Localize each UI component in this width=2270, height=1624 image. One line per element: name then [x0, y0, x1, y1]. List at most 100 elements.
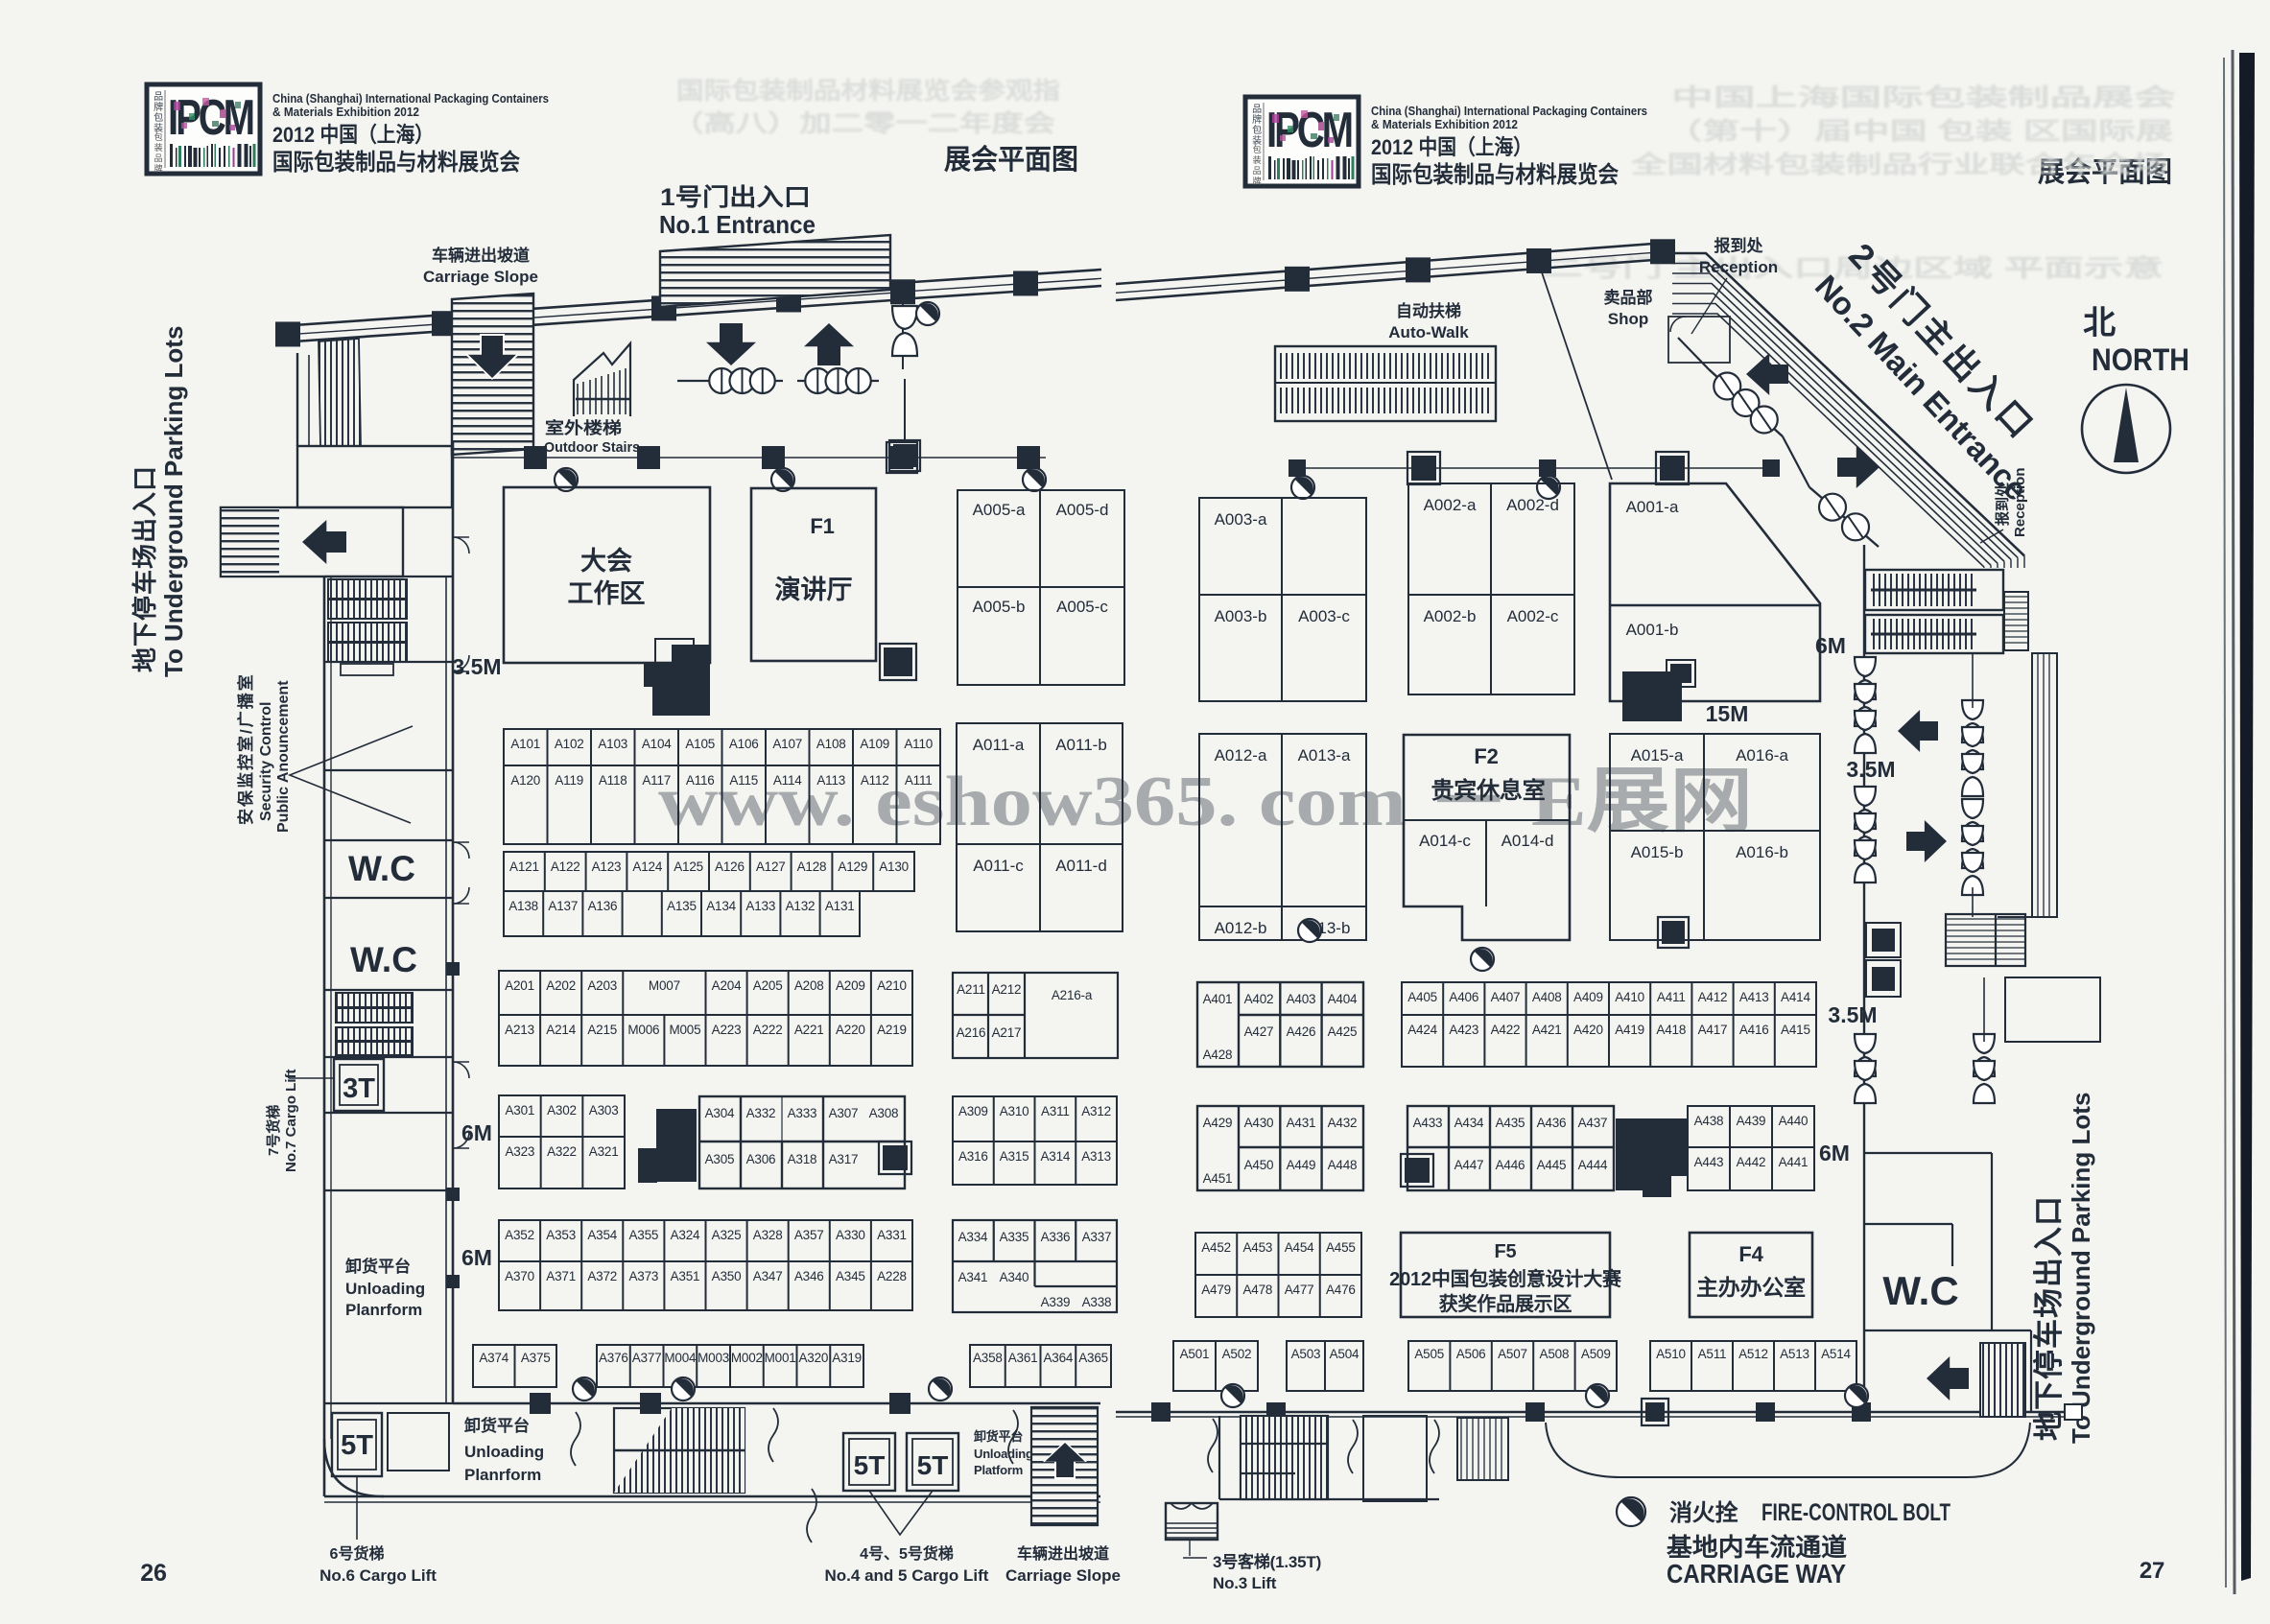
svg-text:A422: A422	[1491, 1023, 1521, 1037]
svg-text:Unloading: Unloading	[974, 1447, 1033, 1461]
svg-text:A375: A375	[521, 1351, 551, 1365]
svg-text:Carriage Slope: Carriage Slope	[1005, 1566, 1121, 1585]
svg-text:4号、5号货梯: 4号、5号货梯	[860, 1544, 954, 1563]
svg-text:A316: A316	[958, 1149, 988, 1164]
svg-text:No.3 Lift: No.3 Lift	[1213, 1574, 1277, 1592]
svg-text:A501: A501	[1180, 1347, 1210, 1361]
svg-text:3.5M: 3.5M	[452, 654, 501, 679]
svg-text:A449: A449	[1287, 1158, 1316, 1172]
svg-text:A436: A436	[1537, 1116, 1567, 1130]
svg-text:A508: A508	[1540, 1347, 1570, 1361]
svg-text:M003: M003	[698, 1351, 729, 1365]
svg-text:A318: A318	[788, 1152, 817, 1166]
svg-text:A426: A426	[1287, 1024, 1316, 1039]
svg-text:A002-a: A002-a	[1424, 496, 1477, 514]
svg-text:A130: A130	[879, 859, 909, 874]
svg-text:A330: A330	[836, 1228, 865, 1242]
svg-text:A346: A346	[794, 1269, 824, 1283]
svg-text:A407: A407	[1491, 990, 1521, 1004]
svg-text:品: 品	[1253, 166, 1262, 176]
svg-text:A417: A417	[1698, 1023, 1728, 1037]
svg-text:国际包装制品与材料展览会: 国际包装制品与材料展览会	[1371, 161, 1619, 188]
svg-text:A319: A319	[832, 1351, 862, 1365]
svg-text:A324: A324	[671, 1228, 700, 1242]
svg-text:卖品部: 卖品部	[1604, 288, 1653, 307]
svg-text:A215: A215	[587, 1023, 617, 1037]
svg-text:A103: A103	[598, 737, 627, 751]
svg-text:包: 包	[154, 111, 163, 124]
svg-text:A413: A413	[1739, 990, 1769, 1004]
svg-text:A418: A418	[1656, 1023, 1686, 1037]
svg-text:6号货梯: 6号货梯	[330, 1544, 385, 1563]
svg-text:No.1 Entrance: No.1 Entrance	[659, 210, 816, 239]
svg-text:基地内车流通道: 基地内车流通道	[1667, 1533, 1847, 1562]
svg-text:A435: A435	[1496, 1116, 1525, 1130]
svg-text:A001-a: A001-a	[1626, 498, 1679, 516]
svg-text:No.7 Cargo Lift: No.7 Cargo Lift	[283, 1069, 299, 1172]
svg-text:A202: A202	[546, 978, 576, 993]
svg-text:A107: A107	[772, 737, 802, 751]
svg-text:A223: A223	[712, 1023, 742, 1037]
svg-text:A434: A434	[1454, 1116, 1484, 1130]
svg-text:A410: A410	[1615, 990, 1644, 1004]
svg-text:A116: A116	[686, 773, 715, 788]
svg-text:3T: 3T	[343, 1073, 375, 1104]
svg-text:A452: A452	[1201, 1240, 1231, 1255]
svg-text:车辆进出坡道: 车辆进出坡道	[1017, 1544, 1109, 1563]
svg-text:装: 装	[154, 122, 163, 134]
svg-text:A205: A205	[753, 978, 783, 993]
svg-text:& Materials Exhibition 2012: & Materials Exhibition 2012	[1371, 118, 1518, 131]
svg-text:贵宾休息室: 贵宾休息室	[1431, 777, 1546, 804]
svg-text:A411: A411	[1657, 990, 1686, 1004]
svg-text:A137: A137	[548, 899, 578, 913]
svg-text:A014-c: A014-c	[1419, 832, 1471, 850]
svg-text:安保监控室/广播室: 安保监控室/广播室	[236, 672, 255, 825]
svg-text:A222: A222	[753, 1023, 783, 1037]
svg-text:A415: A415	[1781, 1023, 1810, 1037]
svg-text:A111: A111	[905, 773, 933, 788]
svg-text:卸货平台: 卸货平台	[974, 1429, 1023, 1444]
svg-text:A117: A117	[642, 773, 671, 788]
svg-text:国际包装制品与材料展览会: 国际包装制品与材料展览会	[272, 149, 520, 176]
svg-text:二号门 主出入口周边区域 平面示意: 二号门 主出入口周边区域 平面示意	[1543, 254, 2164, 282]
svg-text:A217: A217	[992, 1025, 1022, 1040]
svg-text:A512: A512	[1738, 1347, 1768, 1361]
svg-text:A104: A104	[642, 737, 672, 751]
svg-text:A306: A306	[746, 1152, 776, 1166]
svg-text:A129: A129	[838, 859, 867, 874]
svg-text:牌: 牌	[1252, 113, 1262, 126]
svg-text:展会平面图: 展会平面图	[2038, 156, 2172, 188]
svg-text:工作区: 工作区	[568, 579, 646, 608]
svg-text:F2: F2	[1474, 744, 1498, 768]
svg-text:W.C: W.C	[348, 849, 415, 888]
svg-text:To Underground Parking Lots: To Underground Parking Lots	[159, 326, 188, 677]
svg-text:国际包装制品材料展览会参观指: 国际包装制品材料展览会参观指	[676, 77, 1060, 105]
svg-text:A216-a: A216-a	[1052, 988, 1093, 1002]
svg-text:China (Shanghai) International: China (Shanghai) International Packaging…	[1371, 105, 1647, 118]
svg-text:主办办公室: 主办办公室	[1696, 1275, 1806, 1300]
svg-text:A419: A419	[1615, 1023, 1644, 1037]
svg-text:A431: A431	[1287, 1116, 1316, 1130]
svg-text:A002-d: A002-d	[1506, 496, 1559, 514]
svg-text:A011-c: A011-c	[973, 857, 1024, 875]
svg-text:M004: M004	[664, 1351, 697, 1365]
svg-text:2012中国包装创意设计大赛: 2012中国包装创意设计大赛	[1389, 1267, 1622, 1290]
svg-text:A013-a: A013-a	[1298, 746, 1351, 765]
svg-text:A003-a: A003-a	[1215, 510, 1267, 529]
svg-text:A358: A358	[973, 1351, 1003, 1365]
svg-text:A208: A208	[794, 978, 824, 993]
svg-text:A002-b: A002-b	[1424, 607, 1477, 625]
svg-text:A310: A310	[1000, 1104, 1029, 1118]
svg-text:1号门出入口: 1号门出入口	[660, 183, 811, 211]
svg-text:6M: 6M	[1819, 1141, 1850, 1165]
svg-text:A350: A350	[712, 1269, 742, 1283]
svg-text:2012 中国（上海）: 2012 中国（上海）	[1371, 135, 1532, 159]
svg-text:A128: A128	[797, 859, 827, 874]
svg-text:M001: M001	[765, 1351, 796, 1365]
svg-text:中国上海国际包装制品展会: 中国上海国际包装制品展会	[1671, 83, 2176, 111]
svg-text:A377: A377	[632, 1351, 662, 1365]
svg-text:A453: A453	[1243, 1240, 1273, 1255]
svg-text:牌: 牌	[154, 101, 163, 113]
svg-text:A314: A314	[1041, 1149, 1071, 1164]
svg-text:A114: A114	[773, 773, 802, 788]
